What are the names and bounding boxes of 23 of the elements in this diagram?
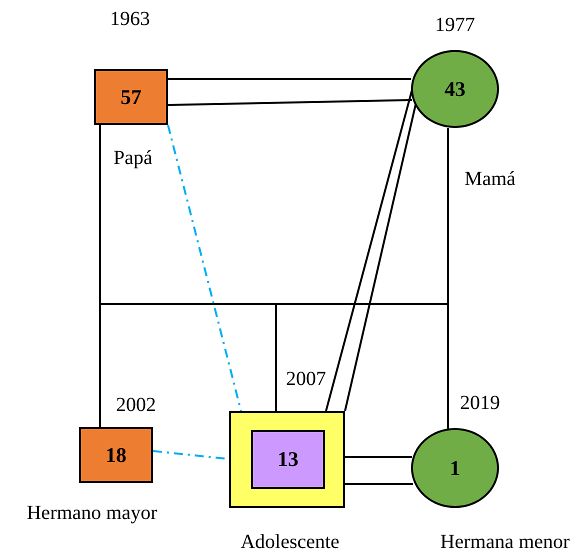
relationship-line bbox=[167, 124, 242, 412]
person-name: Hermano mayor bbox=[26, 502, 158, 525]
female-circle: 43 bbox=[411, 50, 499, 128]
person-name: Mamá bbox=[464, 168, 516, 191]
family-line bbox=[325, 90, 413, 412]
family-line bbox=[168, 78, 411, 80]
family-line bbox=[345, 483, 413, 485]
family-line bbox=[447, 128, 449, 428]
male-box: 18 bbox=[79, 427, 153, 483]
birth-year: 2007 bbox=[286, 368, 326, 391]
person-name: Adolescente bbox=[240, 531, 340, 554]
person-name: Papá bbox=[114, 147, 152, 170]
birth-year: 1977 bbox=[435, 14, 475, 37]
male-box: 57 bbox=[94, 69, 168, 125]
family-line bbox=[168, 99, 412, 106]
birth-year: 1963 bbox=[110, 8, 150, 31]
male-box: 13 bbox=[251, 430, 325, 489]
person-name: Hermana menor bbox=[440, 531, 570, 554]
birth-year: 2019 bbox=[460, 392, 500, 415]
birth-year: 2002 bbox=[116, 394, 156, 417]
family-line bbox=[345, 456, 412, 458]
female-circle: 1 bbox=[411, 428, 499, 508]
index-person-box bbox=[229, 411, 345, 508]
